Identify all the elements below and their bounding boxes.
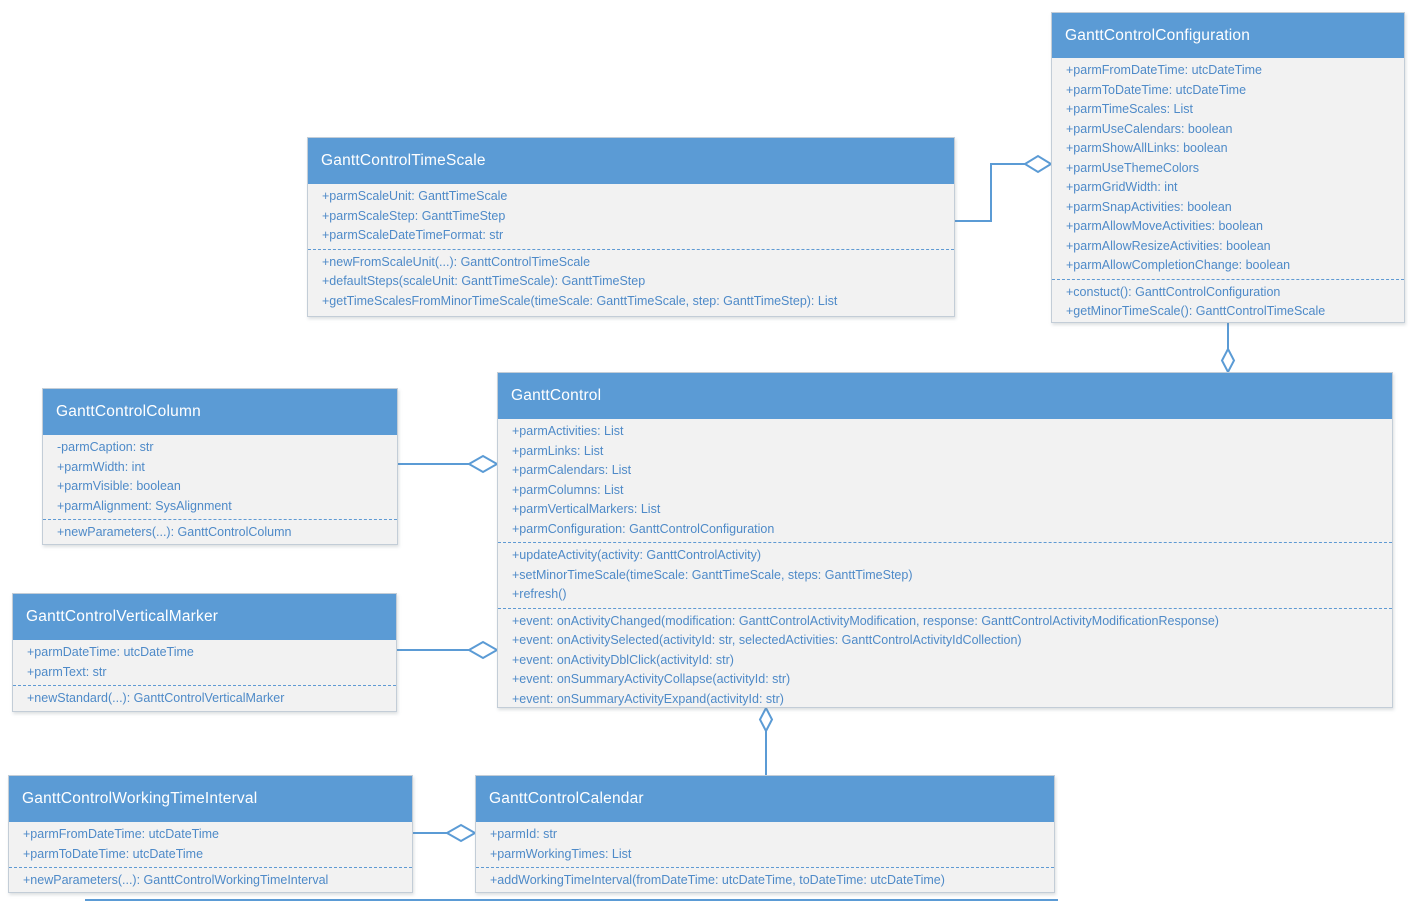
class-compartments: +parmId: str +parmWorkingTimes: List +addW…: [476, 822, 1054, 892]
member-line: +parmAlignment: SysAlignment: [57, 498, 232, 513]
class-box-ganttcontroltimescale[interactable]: GanttControlTimeScale +parmScaleUnit: Ga…: [307, 137, 955, 317]
member-line: +newFromScaleUnit(...): GanttControlTime…: [322, 254, 591, 269]
connector-timescale-to-configuration: [955, 163, 1025, 222]
class-header: GanttControlTimeScale: [308, 138, 954, 184]
class-compartments: +parmScaleUnit: GanttTimeScale +parmScale…: [308, 184, 954, 314]
member-line: +parmActivities: List: [512, 424, 624, 438]
class-header: GanttControlCalendar: [476, 776, 1054, 822]
member-line: +newParameters(...): GanttControlColumn: [57, 525, 292, 539]
class-box-ganttcontrolcolumn[interactable]: GanttControlColumn -parmCaption: str +par…: [42, 388, 398, 545]
class-compartments: +parmFromDateTime: utcDateTime +parmToDat…: [9, 822, 412, 892]
member-line: +newParameters(...): GanttControlWorking…: [23, 873, 329, 887]
class-compartments: +parmActivities: List +parmLinks: List +pa…: [498, 419, 1392, 708]
class-title: GanttControlColumn: [56, 403, 201, 420]
class-compartment: +parmFromDateTime: utcDateTime +parmToDat…: [9, 822, 412, 867]
class-compartment: +updateActivity(activity: GanttControlAc…: [498, 542, 1392, 608]
member-line: +parmWidth: int: [57, 459, 145, 474]
class-title: GanttControlCalendar: [489, 790, 644, 807]
member-line: +parmVisible: boolean: [57, 479, 181, 493]
class-compartment: +parmScaleUnit: GanttTimeScale +parmScale…: [308, 184, 954, 249]
aggregation-diamond-ganttcontrol-left-upper: [466, 454, 500, 474]
class-compartment: +event: onActivityChanged(modification: …: [498, 607, 1392, 708]
member-line: +parmScaleDateTimeFormat: str: [322, 228, 504, 242]
class-header: GanttControlVerticalMarker: [13, 594, 396, 640]
class-box-ganttcontrolconfiguration[interactable]: GanttControlConfiguration +parmFromDateT…: [1051, 12, 1405, 323]
class-compartments: +parmDateTime: utcDateTime +parmText: str…: [13, 640, 396, 711]
member-line: +parmToDateTime: utcDateTime: [23, 846, 204, 861]
aggregation-diamond-calendar-left: [444, 823, 478, 843]
member-line: -parmCaption: str: [57, 440, 154, 454]
member-line: +event: onSummaryActivityCollapse(activi…: [512, 672, 791, 686]
member-line: +parmToDateTime: utcDateTime: [1066, 82, 1247, 97]
class-title: GanttControlWorkingTimeInterval: [22, 790, 258, 807]
member-line: +parmWorkingTimes: List: [490, 846, 632, 861]
member-line: +parmScaleStep: GanttTimeStep: [322, 208, 506, 223]
class-box-ganttcontrol[interactable]: GanttControl +parmActivities: List +parmL…: [497, 372, 1393, 708]
member-line: +parmCalendars: List: [512, 463, 632, 477]
aggregation-diamond-configuration-left: [1023, 154, 1053, 174]
member-line: +parmUseCalendars: boolean: [1066, 121, 1233, 136]
aggregation-diamond-ganttcontrol-top: [1220, 346, 1236, 375]
class-box-ganttcontrolcalendar[interactable]: GanttControlCalendar +parmId: str +parmWo…: [475, 775, 1055, 893]
member-line: +parmAllowMoveActivities: boolean: [1066, 219, 1263, 233]
member-line: +setMinorTimeScale(timeScale: GanttTimeS…: [512, 567, 913, 582]
member-line: +constuct(): GanttControlConfiguration: [1066, 284, 1281, 299]
member-line: +newStandard(...): GanttControlVerticalM…: [27, 691, 285, 705]
member-line: +parmShowAllLinks: boolean: [1066, 141, 1228, 155]
class-title: GanttControlVerticalMarker: [26, 608, 219, 625]
member-line: +parmTimeScales: List: [1066, 102, 1194, 116]
member-line: +parmGridWidth: int: [1066, 180, 1178, 194]
member-line: +updateActivity(activity: GanttControlAc…: [512, 548, 762, 562]
member-line: +parmAllowCompletionChange: boolean: [1066, 258, 1291, 272]
member-line: +parmSnapActivities: boolean: [1066, 199, 1232, 214]
class-compartment: -parmCaption: str +parmWidth: int +parmVis…: [43, 435, 397, 519]
class-title: GanttControlTimeScale: [321, 152, 486, 169]
class-compartments: +parmFromDateTime: utcDateTime +parmToDat…: [1052, 58, 1404, 323]
member-line: +parmFromDateTime: utcDateTime: [23, 827, 219, 841]
member-line: +event: onActivityDblClick(activityId: s…: [512, 652, 734, 667]
member-line: +defaultSteps(scaleUnit: GanttTimeScale)…: [322, 274, 646, 288]
member-line: +parmColumns: List: [512, 482, 624, 497]
class-box-ganttcontrolverticalmarker[interactable]: GanttControlVerticalMarker +parmDateTime…: [12, 593, 397, 712]
member-line: +parmUseThemeColors: [1066, 160, 1200, 175]
aggregation-diamond-ganttcontrol-bottom: [758, 705, 774, 734]
member-line: +parmAllowResizeActivities: boolean: [1066, 238, 1271, 253]
class-compartment: +constuct(): GanttControlConfiguration +g…: [1052, 278, 1404, 323]
class-compartment: +newParameters(...): GanttControlColumn: [43, 519, 397, 544]
member-line: +parmFromDateTime: utcDateTime: [1066, 63, 1262, 77]
member-line: +getTimeScalesFromMinorTimeScale(timeSca…: [322, 293, 838, 308]
member-line: +parmVerticalMarkers: List: [512, 502, 661, 516]
member-line: +event: onSummaryActivityExpand(activity…: [512, 691, 784, 706]
member-line: +parmText: str: [27, 664, 107, 679]
member-line: +refresh(): [512, 587, 567, 601]
class-box-ganttcontrolworkingtimeinterval[interactable]: GanttControlWorkingTimeInterval +parmFro…: [8, 775, 413, 893]
class-compartments: -parmCaption: str +parmWidth: int +parmVis…: [43, 435, 397, 544]
member-line: +parmDateTime: utcDateTime: [27, 645, 194, 659]
class-compartment: +addWorkingTimeInterval(fromDateTime: ut…: [476, 867, 1054, 892]
class-compartment: +parmFromDateTime: utcDateTime +parmToDat…: [1052, 58, 1404, 279]
class-compartment: +newFromScaleUnit(...): GanttControlTime…: [308, 248, 954, 315]
class-header: GanttControl: [498, 373, 1392, 419]
member-line: +parmId: str: [490, 827, 558, 841]
class-compartment: +newStandard(...): GanttControlVerticalM…: [13, 685, 396, 711]
member-line: +parmLinks: List: [512, 443, 604, 458]
class-title: GanttControl: [511, 387, 602, 404]
aggregation-diamond-ganttcontrol-left-lower: [466, 640, 500, 660]
class-compartment: +parmActivities: List +parmLinks: List +pa…: [498, 419, 1392, 542]
class-header: GanttControlWorkingTimeInterval: [9, 776, 412, 822]
class-header: GanttControlConfiguration: [1052, 13, 1404, 58]
member-line: +parmScaleUnit: GanttTimeScale: [322, 189, 508, 203]
member-line: +event: onActivitySelected(activityId: s…: [512, 633, 1022, 647]
class-title: GanttControlConfiguration: [1065, 26, 1251, 44]
class-compartment: +parmId: str +parmWorkingTimes: List: [476, 822, 1054, 867]
member-line: +addWorkingTimeInterval(fromDateTime: ut…: [490, 873, 945, 887]
member-line: +event: onActivityChanged(modification: …: [512, 613, 1219, 628]
class-header: GanttControlColumn: [43, 389, 397, 435]
class-compartment: +parmDateTime: utcDateTime +parmText: str: [13, 640, 396, 685]
member-line: +getMinorTimeScale(): GanttControlTimeSc…: [1066, 304, 1326, 318]
member-line: +parmConfiguration: GanttControlConfigur…: [512, 521, 775, 536]
class-compartment: +newParameters(...): GanttControlWorking…: [9, 867, 412, 892]
